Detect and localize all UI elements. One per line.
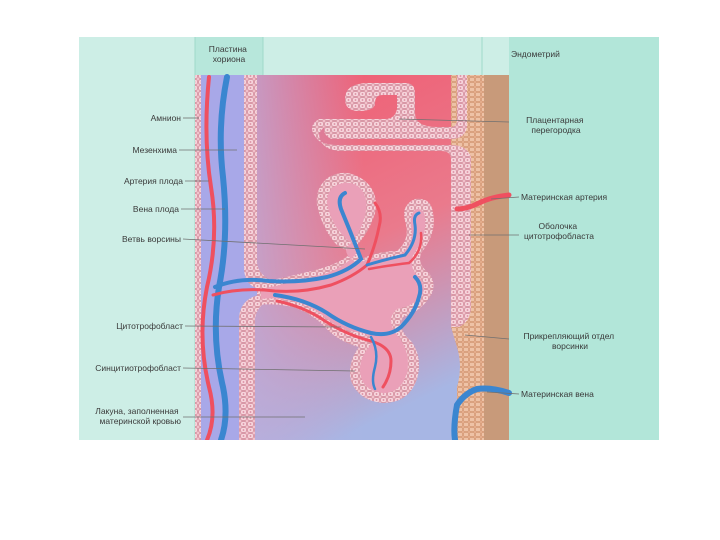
label-cytotrophoblast-shell-line1: Оболочка (538, 221, 577, 231)
label-endometrium: Эндометрий (511, 49, 560, 59)
label-anchoring-villus-line1: Прикрепляющий отдел (523, 331, 614, 341)
endometrium (482, 75, 509, 440)
label-chorionic-plate-line2: хориона (213, 54, 246, 64)
label-fetal-artery: Артерия плода (124, 176, 183, 186)
placenta-svg: Пластина хориона Эндометрий Амнион Мезен… (79, 37, 659, 440)
label-anchoring-villus-line2: ворсинки (552, 341, 588, 351)
label-cytotrophoblast-shell-line2: цитотрофобласта (524, 231, 594, 241)
label-maternal-vein: Материнская вена (521, 389, 594, 399)
amnion (195, 75, 201, 440)
label-chorionic-plate-line1: Пластина (209, 44, 247, 54)
label-chorionic-plate: Пластина хориона (209, 44, 249, 64)
label-placental-septum: Плацентарная перегородка (526, 115, 586, 135)
label-maternal-artery: Материнская артерия (521, 192, 608, 202)
label-lacuna-line2: материнской кровью (100, 416, 182, 426)
label-syncytiotrophoblast: Синцитиотрофобласт (95, 363, 181, 373)
label-lacuna: Лакуна, заполненная материнской кровью (95, 406, 181, 426)
label-lacuna-line1: Лакуна, заполненная (95, 406, 179, 416)
label-mesenchyme: Мезенхима (132, 145, 177, 155)
label-cytotrophoblast: Цитотрофобласт (116, 321, 183, 331)
label-villus-branch: Ветвь ворсины (122, 234, 181, 244)
label-placental-septum-line1: Плацентарная (526, 115, 584, 125)
placenta-diagram: Пластина хориона Эндометрий Амнион Мезен… (79, 37, 659, 440)
label-amnion: Амнион (151, 113, 182, 123)
label-placental-septum-line2: перегородка (531, 125, 581, 135)
label-fetal-vein: Вена плода (133, 204, 179, 214)
